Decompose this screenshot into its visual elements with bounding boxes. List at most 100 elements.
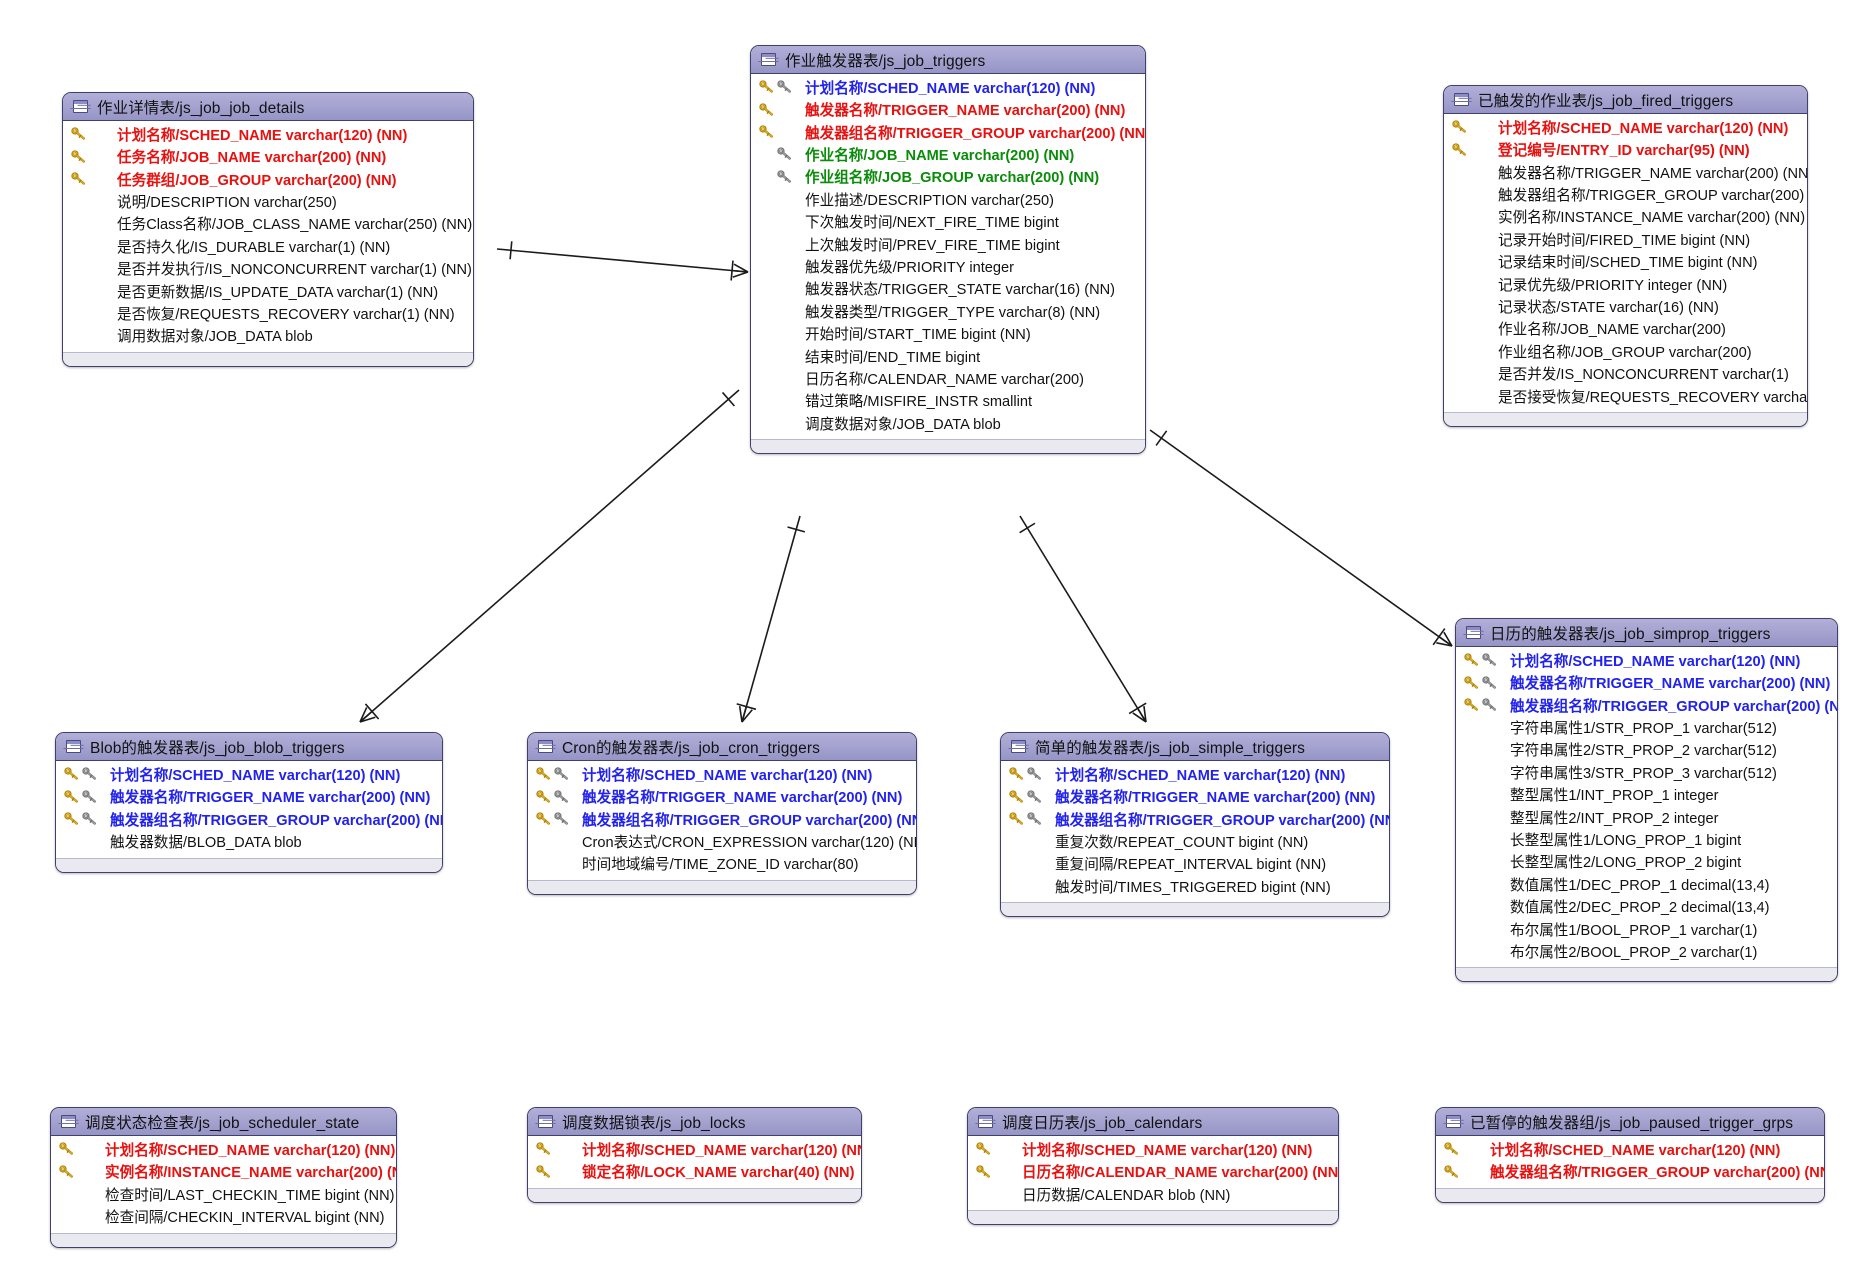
er-field-row[interactable]: 作业组名称/JOB_GROUP varchar(200) xyxy=(1444,342,1807,364)
er-field-row[interactable]: 触发器组名称/TRIGGER_GROUP varchar(200) (NN) xyxy=(56,810,442,832)
er-field-row[interactable]: 计划名称/SCHED_NAME varchar(120) (NN) xyxy=(1444,118,1807,140)
er-field-row[interactable]: 长整型属性2/LONG_PROP_2 bigint xyxy=(1456,853,1837,875)
er-field-row[interactable]: 数值属性1/DEC_PROP_1 decimal(13,4) xyxy=(1456,875,1837,897)
er-table-job_triggers[interactable]: 作业触发器表/js_job_triggers 计划名称/SCHED_NAME v… xyxy=(750,45,1146,455)
er-field-row[interactable]: 触发器数据/BLOB_DATA blob xyxy=(56,832,442,854)
er-table-simprop_triggers[interactable]: 日历的触发器表/js_job_simprop_triggers 计划名称/SCH… xyxy=(1455,618,1838,983)
er-field-row[interactable]: 触发器名称/TRIGGER_NAME varchar(200) (NN) xyxy=(751,100,1145,122)
er-field-row[interactable]: 作业组名称/JOB_GROUP varchar(200) (NN) xyxy=(751,168,1145,190)
er-field-row[interactable]: 计划名称/SCHED_NAME varchar(120) (NN) xyxy=(528,765,916,787)
er-field-row[interactable]: 字符串属性1/STR_PROP_1 varchar(512) xyxy=(1456,718,1837,740)
er-table-calendars[interactable]: 调度日历表/js_job_calendars 计划名称/SCHED_NAME v… xyxy=(967,1107,1339,1226)
er-field-row[interactable]: 是否接受恢复/REQUESTS_RECOVERY varchar(1) xyxy=(1444,387,1807,409)
er-field-row[interactable]: 重复间隔/REPEAT_INTERVAL bigint (NN) xyxy=(1001,855,1389,877)
er-field-row[interactable]: 触发器名称/TRIGGER_NAME varchar(200) (NN) xyxy=(1456,673,1837,695)
er-field-row[interactable]: 日历名称/CALENDAR_NAME varchar(200) (NN) xyxy=(968,1162,1338,1184)
er-field-row[interactable]: 是否并发执行/IS_NONCONCURRENT varchar(1) (NN) xyxy=(63,259,473,281)
er-field-row[interactable]: 重复次数/REPEAT_COUNT bigint (NN) xyxy=(1001,832,1389,854)
relationship-job_triggers-to-blob_triggers xyxy=(359,389,740,723)
er-table-paused_trigger_grps[interactable]: 已暂停的触发器组/js_job_paused_trigger_grps 计划名称… xyxy=(1435,1107,1825,1203)
er-field-row[interactable]: 计划名称/SCHED_NAME varchar(120) (NN) xyxy=(56,765,442,787)
er-field-row[interactable]: 触发器组名称/TRIGGER_GROUP varchar(200) (NN) xyxy=(1444,185,1807,207)
er-field-row[interactable]: 字符串属性3/STR_PROP_3 varchar(512) xyxy=(1456,763,1837,785)
er-field-row[interactable]: 触发器组名称/TRIGGER_GROUP varchar(200) (NN) xyxy=(1436,1162,1824,1184)
er-field-row[interactable]: 数值属性2/DEC_PROP_2 decimal(13,4) xyxy=(1456,897,1837,919)
er-table-title-job_details: 作业详情表/js_job_job_details xyxy=(97,99,305,117)
er-field-keys xyxy=(59,1212,105,1225)
er-field-row[interactable]: 触发器组名称/TRIGGER_GROUP varchar(200) (NN) xyxy=(1456,696,1837,718)
er-field-row[interactable]: 记录结束时间/SCHED_TIME bigint (NN) xyxy=(1444,252,1807,274)
er-field-row[interactable]: 长整型属性1/LONG_PROP_1 bigint xyxy=(1456,830,1837,852)
er-field-row[interactable]: 触发器名称/TRIGGER_NAME varchar(200) (NN) xyxy=(1444,163,1807,185)
er-field-row[interactable]: 触发器名称/TRIGGER_NAME varchar(200) (NN) xyxy=(56,787,442,809)
er-field-row[interactable]: 说明/DESCRIPTION varchar(250) xyxy=(63,192,473,214)
er-table-title-simple_triggers: 简单的触发器表/js_job_simple_triggers xyxy=(1035,739,1306,757)
er-field-row[interactable]: 登记编号/ENTRY_ID varchar(95) (NN) xyxy=(1444,140,1807,162)
er-field-row[interactable]: 触发器状态/TRIGGER_STATE varchar(16) (NN) xyxy=(751,280,1145,302)
er-field-row[interactable]: 任务名称/JOB_NAME varchar(200) (NN) xyxy=(63,147,473,169)
er-field-row[interactable]: 计划名称/SCHED_NAME varchar(120) (NN) xyxy=(751,78,1145,100)
er-field-row[interactable]: 任务Class名称/JOB_CLASS_NAME varchar(250) (N… xyxy=(63,215,473,237)
er-field-row[interactable]: 计划名称/SCHED_NAME varchar(120) (NN) xyxy=(63,125,473,147)
er-field-row[interactable]: 是否持久化/IS_DURABLE varchar(1) (NN) xyxy=(63,237,473,259)
er-field-row[interactable]: 日历数据/CALENDAR blob (NN) xyxy=(968,1185,1338,1207)
er-field-row[interactable]: 错过策略/MISFIRE_INSTR smallint xyxy=(751,391,1145,413)
er-field-row[interactable]: 布尔属性1/BOOL_PROP_1 varchar(1) xyxy=(1456,920,1837,942)
er-field-label: 调度数据对象/JOB_DATA blob xyxy=(805,416,1001,433)
er-field-row[interactable]: 计划名称/SCHED_NAME varchar(120) (NN) xyxy=(1001,765,1389,787)
er-field-row[interactable]: 触发器优先级/PRIORITY integer xyxy=(751,257,1145,279)
er-field-row[interactable]: 是否更新数据/IS_UPDATE_DATA varchar(1) (NN) xyxy=(63,282,473,304)
er-table-locks[interactable]: 调度数据锁表/js_job_locks 计划名称/SCHED_NAME varc… xyxy=(527,1107,862,1203)
er-field-row[interactable]: 计划名称/SCHED_NAME varchar(120) (NN) xyxy=(51,1140,396,1162)
er-table-cron_triggers[interactable]: Cron的触发器表/js_job_cron_triggers 计划名称/SCHE… xyxy=(527,732,917,895)
er-table-fired_triggers[interactable]: 已触发的作业表/js_job_fired_triggers 计划名称/SCHED… xyxy=(1443,85,1808,428)
er-field-row[interactable]: 日历名称/CALENDAR_NAME varchar(200) xyxy=(751,369,1145,391)
er-field-row[interactable]: 整型属性2/INT_PROP_2 integer xyxy=(1456,808,1837,830)
er-table-fields-scheduler_state: 计划名称/SCHED_NAME varchar(120) (NN)实例名称/IN… xyxy=(51,1136,396,1233)
er-field-row[interactable]: 触发器名称/TRIGGER_NAME varchar(200) (NN) xyxy=(528,787,916,809)
er-field-row[interactable]: 触发器名称/TRIGGER_NAME varchar(200) (NN) xyxy=(1001,787,1389,809)
er-field-row[interactable]: 结束时间/END_TIME bigint xyxy=(751,347,1145,369)
er-field-row[interactable]: 触发器组名称/TRIGGER_GROUP varchar(200) (NN) xyxy=(751,123,1145,145)
er-field-row[interactable]: 任务群组/JOB_GROUP varchar(200) (NN) xyxy=(63,170,473,192)
er-field-row[interactable]: 计划名称/SCHED_NAME varchar(120) (NN) xyxy=(528,1140,861,1162)
er-field-row[interactable]: 作业名称/JOB_NAME varchar(200) xyxy=(1444,320,1807,342)
er-field-row[interactable]: 下次触发时间/NEXT_FIRE_TIME bigint xyxy=(751,212,1145,234)
er-field-row[interactable]: 调用数据对象/JOB_DATA blob xyxy=(63,327,473,349)
er-field-row[interactable]: 调度数据对象/JOB_DATA blob xyxy=(751,414,1145,436)
er-field-row[interactable]: 计划名称/SCHED_NAME varchar(120) (NN) xyxy=(1436,1140,1824,1162)
er-field-row[interactable]: 记录优先级/PRIORITY integer (NN) xyxy=(1444,275,1807,297)
er-table-job_details[interactable]: 作业详情表/js_job_job_details 计划名称/SCHED_NAME… xyxy=(62,92,474,367)
er-field-row[interactable]: 是否并发/IS_NONCONCURRENT varchar(1) xyxy=(1444,364,1807,386)
er-field-row[interactable]: 是否恢复/REQUESTS_RECOVERY varchar(1) (NN) xyxy=(63,304,473,326)
er-field-keys xyxy=(759,125,805,143)
er-field-row[interactable]: 布尔属性2/BOOL_PROP_2 varchar(1) xyxy=(1456,942,1837,964)
er-field-row[interactable]: 触发时间/TIMES_TRIGGERED bigint (NN) xyxy=(1001,877,1389,899)
er-field-row[interactable]: Cron表达式/CRON_EXPRESSION varchar(120) (NN… xyxy=(528,832,916,854)
er-field-row[interactable]: 开始时间/START_TIME bigint (NN) xyxy=(751,324,1145,346)
er-table-scheduler_state[interactable]: 调度状态检查表/js_job_scheduler_state 计划名称/SCHE… xyxy=(50,1107,397,1248)
er-field-row[interactable]: 作业名称/JOB_NAME varchar(200) (NN) xyxy=(751,145,1145,167)
er-field-row[interactable]: 计划名称/SCHED_NAME varchar(120) (NN) xyxy=(1456,651,1837,673)
er-field-row[interactable]: 实例名称/INSTANCE_NAME varchar(200) (NN) xyxy=(1444,208,1807,230)
er-field-row[interactable]: 检查时间/LAST_CHECKIN_TIME bigint (NN) xyxy=(51,1185,396,1207)
er-field-row[interactable]: 检查间隔/CHECKIN_INTERVAL bigint (NN) xyxy=(51,1207,396,1229)
er-field-row[interactable]: 上次触发时间/PREV_FIRE_TIME bigint xyxy=(751,235,1145,257)
er-field-row[interactable]: 字符串属性2/STR_PROP_2 varchar(512) xyxy=(1456,741,1837,763)
er-table-header-simple_triggers: 简单的触发器表/js_job_simple_triggers xyxy=(1001,733,1389,761)
er-field-row[interactable]: 整型属性1/INT_PROP_1 integer xyxy=(1456,785,1837,807)
er-field-row[interactable]: 实例名称/INSTANCE_NAME varchar(200) (NN) xyxy=(51,1162,396,1184)
er-field-row[interactable]: 记录开始时间/FIRED_TIME bigint (NN) xyxy=(1444,230,1807,252)
er-field-row[interactable]: 锁定名称/LOCK_NAME varchar(40) (NN) xyxy=(528,1162,861,1184)
er-field-row[interactable]: 时间地域编号/TIME_ZONE_ID varchar(80) xyxy=(528,855,916,877)
key-spacer xyxy=(1464,745,1479,758)
er-field-keys xyxy=(1464,835,1510,848)
er-field-row[interactable]: 记录状态/STATE varchar(16) (NN) xyxy=(1444,297,1807,319)
er-field-row[interactable]: 触发器组名称/TRIGGER_GROUP varchar(200) (NN) xyxy=(528,810,916,832)
er-field-row[interactable]: 计划名称/SCHED_NAME varchar(120) (NN) xyxy=(968,1140,1338,1162)
er-field-row[interactable]: 作业描述/DESCRIPTION varchar(250) xyxy=(751,190,1145,212)
er-table-simple_triggers[interactable]: 简单的触发器表/js_job_simple_triggers 计划名称/SCHE… xyxy=(1000,732,1390,918)
er-field-row[interactable]: 触发器组名称/TRIGGER_GROUP varchar(200) (NN) xyxy=(1001,810,1389,832)
er-field-row[interactable]: 触发器类型/TRIGGER_TYPE varchar(8) (NN) xyxy=(751,302,1145,324)
er-table-blob_triggers[interactable]: Blob的触发器表/js_job_blob_triggers 计划名称/SCHE… xyxy=(55,732,443,873)
